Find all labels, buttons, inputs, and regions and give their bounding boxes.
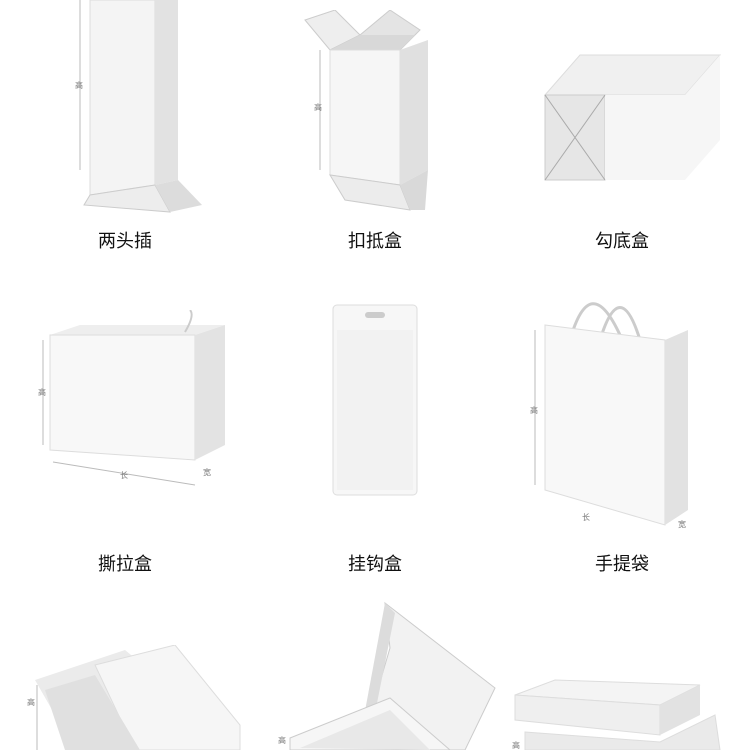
box-caption: 手提袋 — [595, 554, 649, 575]
tuck-end-box-image: 高 — [75, 0, 202, 213]
box-caption: 勾底盒 — [595, 231, 649, 252]
length-label: 长 — [120, 470, 128, 480]
box-caption: 扣抵盒 — [348, 231, 402, 252]
height-label: 高 — [314, 102, 322, 112]
box-caption: 两头插 — [98, 231, 152, 252]
hang-hook-box-image — [332, 304, 418, 496]
width-label: 宽 — [678, 519, 686, 529]
height-label: 高 — [512, 740, 520, 750]
lock-bottom-box-image: 高 — [304, 10, 428, 211]
width-label: 宽 — [203, 467, 211, 477]
paper-bag-image: 高 长 宽 — [530, 302, 688, 529]
height-label: 高 — [75, 80, 83, 90]
mailer-box-image: 高 — [278, 601, 496, 750]
height-label: 高 — [27, 697, 35, 707]
height-label: 高 — [278, 735, 286, 745]
height-label: 高 — [530, 405, 538, 415]
box-caption: 撕拉盒 — [98, 554, 152, 575]
height-label: 高 — [38, 387, 46, 397]
book-style-box-image: 高 — [27, 645, 241, 750]
tear-strip-box-image: 高 长 宽 — [38, 310, 225, 486]
length-label: 长 — [582, 512, 590, 522]
box-caption: 挂钩盒 — [348, 554, 402, 575]
crash-lock-bottom-box-image — [543, 54, 722, 181]
lid-and-base-box-image: 高 — [512, 679, 721, 750]
